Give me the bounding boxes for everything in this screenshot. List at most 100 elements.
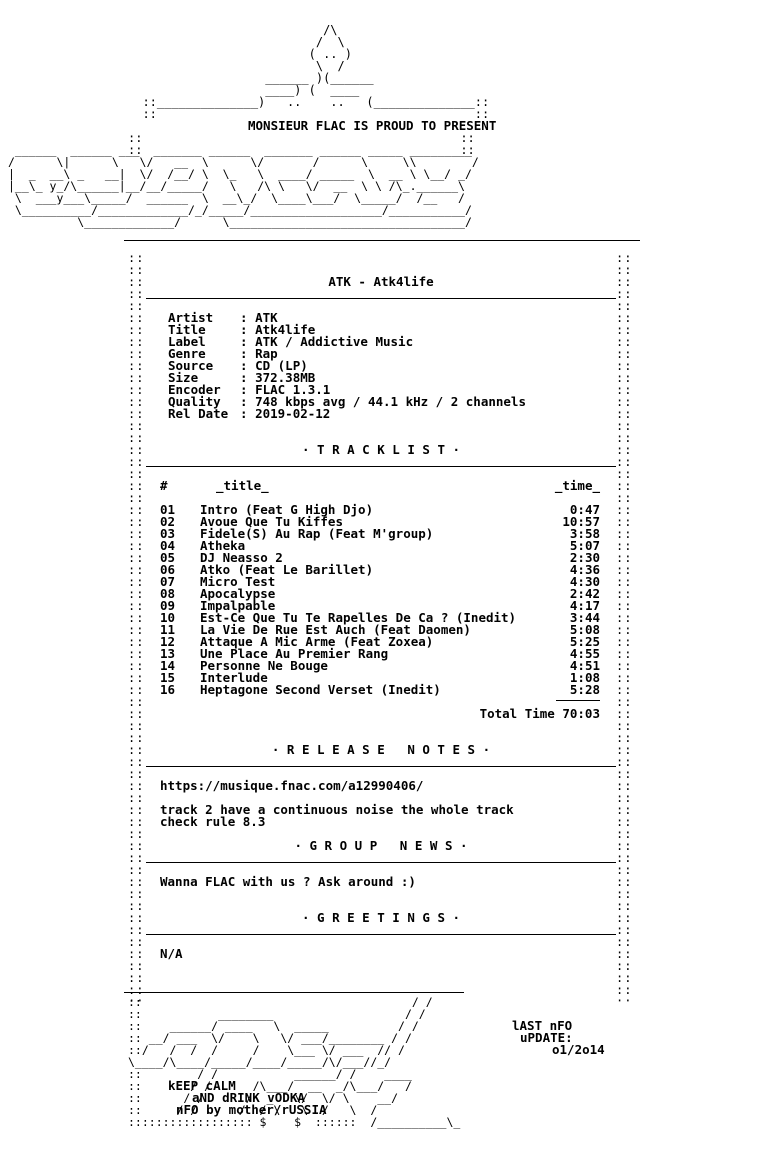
track-number: 03 xyxy=(160,526,176,541)
info-key: Encoder xyxy=(168,382,221,397)
divider-line xyxy=(146,934,616,935)
info-value-text: ATK xyxy=(255,310,278,325)
info-key: Title xyxy=(168,322,206,337)
greetings-text: N/A xyxy=(160,946,183,961)
release-notes-heading: · R E L E A S E N O T E S · xyxy=(271,742,491,757)
track-title: DJ Neasso 2 xyxy=(200,550,283,565)
update-date: o1/2o14 xyxy=(552,1042,605,1057)
track-time: 5:28 xyxy=(569,682,600,697)
track-number: 13 xyxy=(160,646,176,661)
divider-line xyxy=(146,466,616,467)
track-title: Atko (Feat Le Barillet) xyxy=(200,562,374,577)
release-title: ATK - Atk4life xyxy=(328,274,434,289)
track-time: 4:17 xyxy=(569,598,600,613)
info-value-text: 372.38MB xyxy=(255,370,316,385)
info-value-text: 2019-02-12 xyxy=(255,406,331,421)
nfo-credit-text: nFO by mother/rUSSIA xyxy=(176,1102,327,1117)
track-number: 09 xyxy=(160,598,176,613)
info-key: Quality xyxy=(168,394,221,409)
info-key: Label xyxy=(168,334,206,349)
track-number: 15 xyxy=(160,670,176,685)
track-time: 0:47 xyxy=(569,502,600,517)
col-time-header: _time_ xyxy=(554,478,600,493)
track-title: Est-Ce Que Tu Te Rapelles De Ca ? (Inedi… xyxy=(200,610,517,625)
info-value-text: ATK / Addictive Music xyxy=(255,334,414,349)
track-number: 12 xyxy=(160,634,176,649)
info-value: : 748 kbps avg / 44.1 kHz / 2 channels xyxy=(240,394,526,409)
track-time: 2:42 xyxy=(569,586,600,601)
track-title: Atheka xyxy=(200,538,246,553)
info-value-text: FLAC 1.3.1 xyxy=(255,382,331,397)
track-number: 05 xyxy=(160,550,176,565)
track-title: La Vie De Rue Est Auch (Feat Daomen) xyxy=(200,622,471,637)
divider-line xyxy=(146,766,616,767)
left-border: :: :: :: :: :: :: :: :: :: :: :: :: :: :… xyxy=(128,252,144,1004)
info-value-text: Rap xyxy=(255,346,278,361)
info-key: Source xyxy=(168,358,214,373)
info-value: : ATK xyxy=(240,310,278,325)
track-time: 5:08 xyxy=(569,622,600,637)
track-time: 5:25 xyxy=(569,634,600,649)
track-time: 3:44 xyxy=(569,610,600,625)
info-value: : CD (LP) xyxy=(240,358,308,373)
track-number: 08 xyxy=(160,586,176,601)
track-number: 07 xyxy=(160,574,176,589)
release-notes-heading-text: R E L E A S E N O T E S xyxy=(286,742,476,757)
greetings-heading-text: G R E E T I N G S xyxy=(317,910,445,925)
track-time: 4:36 xyxy=(569,562,600,577)
info-value-text: 748 kbps avg / 44.1 kHz / 2 channels xyxy=(255,394,526,409)
track-title: Attaque A Mic Arme (Feat Zoxea) xyxy=(200,634,434,649)
group-news-text: Wanna FLAC with us ? Ask around :) xyxy=(160,874,416,889)
footer-logo-art: :: / / :: ________ / / :: ______/ ____ \… xyxy=(128,995,461,1129)
info-value-text: CD (LP) xyxy=(255,358,308,373)
intro-text: MONSIEUR FLAC IS PROUD TO PRESENT xyxy=(248,118,497,133)
right-border: :: :: :: :: :: :: :: :: :: :: :: :: :: :… xyxy=(616,252,632,1004)
box-top-border xyxy=(124,240,640,241)
group-news-heading-text: G R O U P N E W S xyxy=(309,838,453,853)
track-number: 10 xyxy=(160,610,176,625)
track-number: 01 xyxy=(160,502,176,517)
track-title: Avoue Que Tu Kiffes xyxy=(200,514,343,529)
info-value: : FLAC 1.3.1 xyxy=(240,382,331,397)
divider-line xyxy=(146,862,616,863)
info-key: Rel Date xyxy=(168,406,229,421)
track-title: Intro (Feat G High Djo) xyxy=(200,502,374,517)
track-time: 4:55 xyxy=(569,646,600,661)
track-title: Heptagone Second Verset (Inedit) xyxy=(200,682,441,697)
divider-line xyxy=(146,298,616,299)
info-value-text: Atk4life xyxy=(255,322,316,337)
track-title: Impalpable xyxy=(200,598,276,613)
info-value: : 372.38MB xyxy=(240,370,316,385)
total-time: Total Time 70:03 xyxy=(479,706,600,721)
info-value: : Rap xyxy=(240,346,278,361)
track-number: 11 xyxy=(160,622,176,637)
info-value: : 2019-02-12 xyxy=(240,406,331,421)
top-side-bars: :: :: :: :: xyxy=(128,131,475,157)
track-time: 4:51 xyxy=(569,658,600,673)
track-number: 06 xyxy=(160,562,176,577)
track-number: 04 xyxy=(160,538,176,553)
release-note-text: check rule 8.3 xyxy=(160,814,266,829)
track-number: 02 xyxy=(160,514,176,529)
track-time: 1:08 xyxy=(569,670,600,685)
info-key: Artist xyxy=(168,310,214,325)
col-num-header: # xyxy=(160,478,168,493)
track-title: Apocalypse xyxy=(200,586,276,601)
tracklist-heading-text: T R A C K L I S T xyxy=(317,442,445,457)
track-title: Fidele(S) Au Rap (Feat M'group) xyxy=(200,526,434,541)
track-number: 16 xyxy=(160,682,176,697)
greetings-heading: · G R E E T I N G S · xyxy=(301,910,461,925)
track-number: 14 xyxy=(160,658,176,673)
release-note-text: track 2 have a continuous noise the whol… xyxy=(160,802,514,817)
track-time: 5:07 xyxy=(569,538,600,553)
box-bottom-border xyxy=(124,992,464,993)
track-time: 3:58 xyxy=(569,526,600,541)
col-title-header: _title_ xyxy=(216,478,269,493)
release-note-link: https://musique.fnac.com/a12990406/ xyxy=(160,778,424,793)
track-time: 10:57 xyxy=(562,514,600,529)
info-key: Size xyxy=(168,370,199,385)
keep-calm-text: kEEP cALM xyxy=(168,1078,236,1093)
update-label: uPDATE: xyxy=(520,1030,573,1045)
track-title: Interlude xyxy=(200,670,268,685)
